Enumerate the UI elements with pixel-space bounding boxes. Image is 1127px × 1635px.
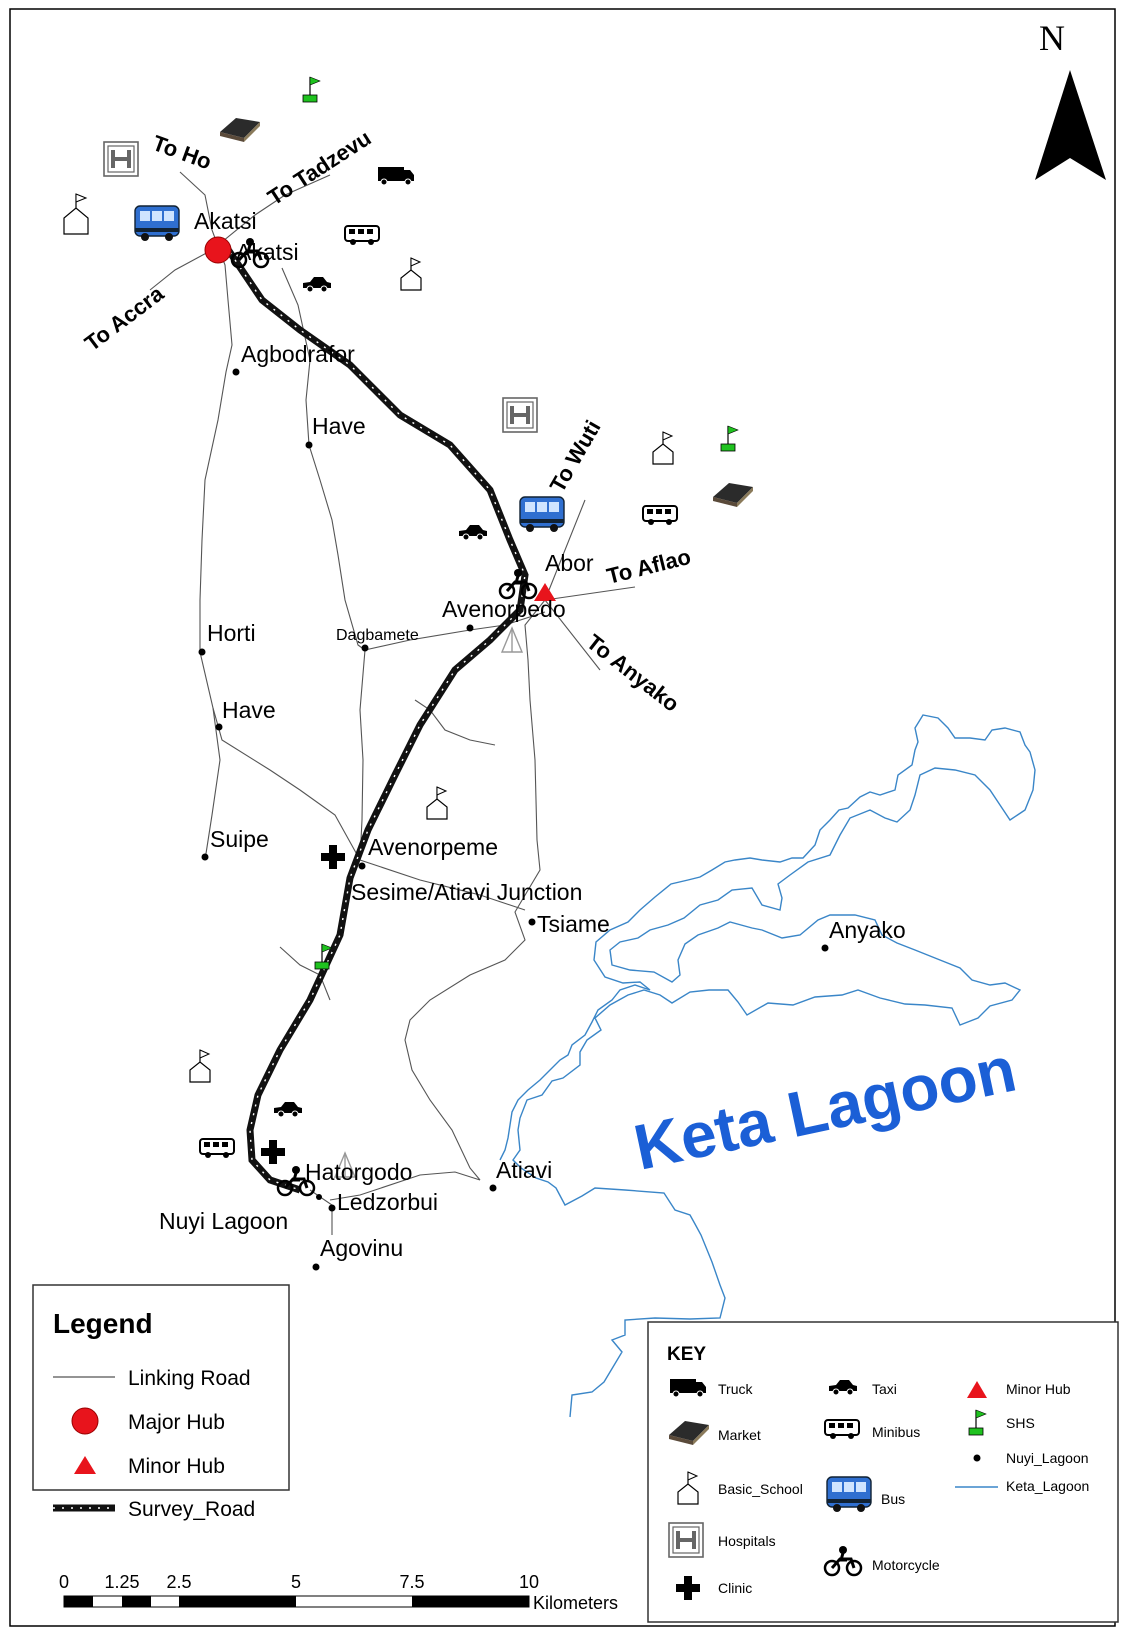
label-avenorpeme: Avenorpeme [368, 834, 498, 860]
legend-item-survey-road: Survey_Road [128, 1498, 255, 1521]
label-suipe: Suipe [210, 826, 269, 852]
legend-item-linking-road: Linking Road [128, 1367, 251, 1390]
label-atiavi: Atiavi [496, 1157, 552, 1183]
north-arrow: N [1035, 18, 1106, 180]
label-agbodrafor: Agbodrafor [241, 341, 355, 367]
legend-minor-hub-symbol [74, 1456, 96, 1474]
legend-title: Legend [53, 1308, 153, 1339]
label-abor: Abor [545, 550, 594, 576]
place-labels: Akatsi Akatsi Agbodrafor Have Horti Dagb… [159, 208, 906, 1261]
legend-item-minor-hub: Minor Hub [128, 1455, 225, 1478]
scale-bar: 0 1.25 2.5 5 7.5 10 Kilometers [59, 1572, 618, 1613]
key-title: KEY [667, 1344, 706, 1365]
key-item-truck: Truck [718, 1381, 753, 1397]
key-minor-hub-icon [967, 1381, 987, 1398]
scale-tick-10: 10 [519, 1572, 539, 1592]
key-item-basic-school: Basic_School [718, 1481, 803, 1497]
label-ledzorbui: Ledzorbui [337, 1189, 438, 1215]
label-horti: Horti [207, 620, 256, 646]
minor-hub-abor [534, 583, 556, 601]
agbodrafor-point [232, 368, 240, 376]
scale-tick-7-5: 7.5 [399, 1572, 424, 1592]
scale-tick-2-5: 2.5 [166, 1572, 191, 1592]
key-item-market: Market [718, 1427, 761, 1443]
scale-tick-0: 0 [59, 1572, 69, 1592]
nuyi-lagoon-point [316, 1194, 322, 1200]
dagbamete-point [361, 644, 369, 652]
key-item-clinic: Clinic [718, 1580, 752, 1596]
label-akatsi-2: Akatsi [236, 239, 299, 265]
key-item-hospitals: Hospitals [718, 1533, 776, 1549]
label-nuyi-lagoon: Nuyi Lagoon [159, 1208, 288, 1234]
label-dagbamete: Dagbamete [336, 627, 419, 644]
horti-point [198, 648, 206, 656]
north-arrow-icon [1035, 70, 1106, 180]
scale-unit: Kilometers [533, 1593, 618, 1613]
place-points [198, 368, 829, 1271]
key-item-shs: SHS [1006, 1415, 1035, 1431]
legend-item-major-hub: Major Hub [128, 1411, 225, 1434]
label-avenorpedo: Avenorpedo [442, 596, 566, 622]
tsiame-point [528, 918, 536, 926]
label-sesime: Sesime/Atiavi Junction [351, 879, 582, 905]
label-akatsi-1: Akatsi [194, 208, 257, 234]
have-south-point [215, 723, 223, 731]
label-have-1: Have [312, 413, 366, 439]
key-item-nuyi-lagoon: Nuyi_Lagoon [1006, 1450, 1089, 1466]
label-anyako: Anyako [829, 917, 906, 943]
avenorpedo-point [466, 624, 474, 632]
avenorpeme-point [358, 862, 366, 870]
scale-tick-1-25: 1.25 [104, 1572, 139, 1592]
keta-lagoon-outline [499, 714, 1036, 1418]
survey-road [222, 243, 529, 1194]
north-label: N [1039, 18, 1065, 58]
key-item-taxi: Taxi [872, 1381, 897, 1397]
agovinu-point [312, 1263, 320, 1271]
have-north-point [305, 441, 313, 449]
legend: Legend Linking Road Major Hub Minor Hub … [32, 1284, 290, 1521]
key-bus-icon [826, 1476, 872, 1513]
key-nuyi-lagoon-icon [973, 1454, 981, 1462]
scale-tick-5: 5 [291, 1572, 301, 1592]
key-item-bus: Bus [881, 1491, 905, 1507]
key-item-minibus: Minibus [872, 1424, 920, 1440]
atiavi-point [489, 1184, 497, 1192]
label-agovinu: Agovinu [320, 1235, 403, 1261]
key-item-keta-lagoon: Keta_Lagoon [1006, 1478, 1089, 1494]
label-hatorgodo: Hatorgodo [305, 1159, 412, 1185]
key-hospitals-icon [667, 1521, 705, 1559]
major-hub-akatsi [204, 236, 232, 264]
suipe-point [201, 853, 209, 861]
label-have-2: Have [222, 697, 276, 723]
anyako-point [821, 944, 829, 952]
key-item-minor-hub: Minor Hub [1006, 1381, 1071, 1397]
key-item-motorcycle: Motorcycle [872, 1557, 940, 1573]
key-box: KEY Truck Market Basic_School Hospitals … [647, 1321, 1119, 1623]
label-tsiame: Tsiame [537, 911, 610, 937]
ledzorbui-point [328, 1204, 336, 1212]
legend-major-hub-symbol [71, 1407, 99, 1435]
